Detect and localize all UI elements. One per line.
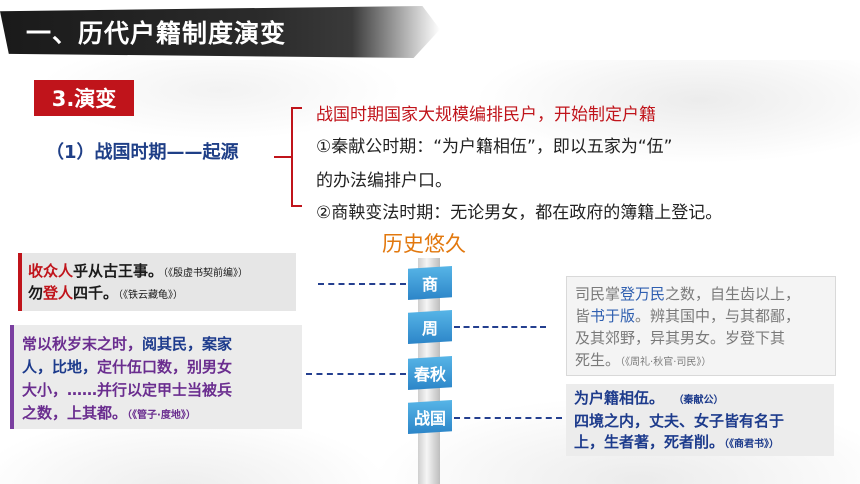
highlight-text: 人，比地，: [22, 358, 98, 376]
quote-card-zhanguo: 为户籍相伍。 （秦献公） 四境之内，丈夫、女子皆有名于 上，生者著，死者削。（《…: [566, 384, 834, 456]
quote-text: 勿: [28, 284, 44, 302]
quote-text: 四千。: [73, 284, 119, 302]
quote-text: 之数，自生齿以上，: [665, 285, 801, 303]
quote-zhou-line1: 司民掌登万民之数，自生齿以上，: [575, 283, 833, 305]
source-citation: （《铁云藏龟》）: [118, 290, 184, 301]
desc-line-3: 的办法编排户口。: [316, 171, 452, 191]
quote-card-zhou: 司民掌登万民之数，自生齿以上， 皆书于版。辨其国中，与其都鄙， 及其郊野，异其男…: [566, 276, 836, 376]
highlight-text: 书于版: [590, 307, 636, 325]
source-citation: （《管子·度地》）: [127, 410, 196, 421]
period-label: （1）战国时期——起源: [46, 142, 239, 163]
source-citation: （《周礼·秋官·司民》）: [620, 357, 712, 368]
timeline-node-shang: 商: [408, 266, 452, 300]
quote-text: 上，生者著，死者削。: [574, 433, 725, 451]
highlight-text: 收众人: [28, 262, 74, 280]
dashed-connector-shang: [318, 283, 406, 285]
quote-shang-line2: 勿登人四千。（《铁云藏龟》）: [28, 283, 183, 306]
quote-zhou-line3: 及其郊野，异其男女。岁登下其: [575, 329, 786, 347]
quote-chunqiu-line4: 之数，上其都。（《管子·度地》）: [22, 402, 300, 427]
quote-chunqiu-line1: 常以秋岁末之时，阅其民，案家: [22, 333, 300, 356]
quote-zhanguo-line1: 为户籍相伍。 （秦献公）: [574, 388, 832, 411]
highlight-text: 登人: [43, 284, 74, 302]
source-citation: （《商君书》）: [724, 439, 780, 450]
quote-chunqiu-line3: 大小，……并行以定甲士当被兵: [22, 381, 233, 399]
section-label: 3.演变: [34, 80, 134, 116]
source-citation: （秦献公）: [673, 395, 724, 406]
quote-card-chunqiu: 常以秋岁末之时，阅其民，案家 人，比地，定什伍口数，别男女 大小，……并行以定甲…: [10, 325, 302, 429]
timeline-node-chunqiu: 春秋: [408, 356, 452, 390]
quote-text: 乎从古王事。: [73, 262, 164, 280]
quote-text: 司民掌: [575, 285, 621, 303]
quote-text: 皆: [575, 307, 591, 325]
quote-text: 。辨其国中，与其都鄙，: [635, 307, 801, 325]
quote-zhanguo-line3: 上，生者著，死者削。（《商君书》）: [574, 432, 832, 455]
quote-text: 为户籍相伍。: [574, 389, 665, 407]
quote-chunqiu-line2: 人，比地，定什伍口数，别男女: [22, 356, 300, 379]
highlight-text: 登万民: [620, 285, 666, 303]
quote-zhou-line4: 死生。（《周礼·秋官·司民》）: [575, 349, 833, 374]
dashed-connector-zhou: [454, 326, 546, 328]
dashed-connector-zhanguo: [454, 417, 562, 419]
desc-line-1: 战国时期国家大规模编排民户，开始制定户籍: [316, 105, 656, 125]
page-title: 一、历代户籍制度演变: [26, 19, 287, 48]
source-citation: （《殷虚书契前编》）: [163, 268, 249, 279]
title-banner: [0, 6, 440, 58]
quote-zhou-line2: 皆书于版。辨其国中，与其都鄙，: [575, 305, 833, 327]
desc-line-4: ②商鞅变法时期：无论男女，都在政府的簿籍上登记。: [316, 203, 723, 223]
quote-shang-line1: 收众人乎从古王事。（《殷虚书契前编》）: [28, 261, 248, 284]
timeline-node-zhanguo: 战国: [408, 400, 452, 434]
quote-text: 之数，上其都。: [22, 404, 128, 422]
timeline-node-zhou: 周: [408, 310, 452, 344]
quote-zhanguo-line2: 四境之内，丈夫、女子皆有名于: [574, 412, 785, 430]
timeline-title: 历史悠久: [382, 232, 466, 256]
highlight-text: 阅其民，案家: [142, 335, 233, 353]
quote-text: 定什伍口数，别男女: [97, 358, 233, 376]
quote-card-shang: 收众人乎从古王事。（《殷虚书契前编》） 勿登人四千。（《铁云藏龟》）: [18, 253, 296, 311]
quote-text: 常以秋岁末之时，: [22, 335, 143, 353]
desc-line-2: ①秦献公时期：“为户籍相伍”，即以五家为“伍”: [316, 137, 673, 157]
dashed-connector-chunqiu: [306, 373, 406, 375]
quote-text: 死生。: [575, 351, 621, 369]
brace-connector: [274, 107, 302, 207]
